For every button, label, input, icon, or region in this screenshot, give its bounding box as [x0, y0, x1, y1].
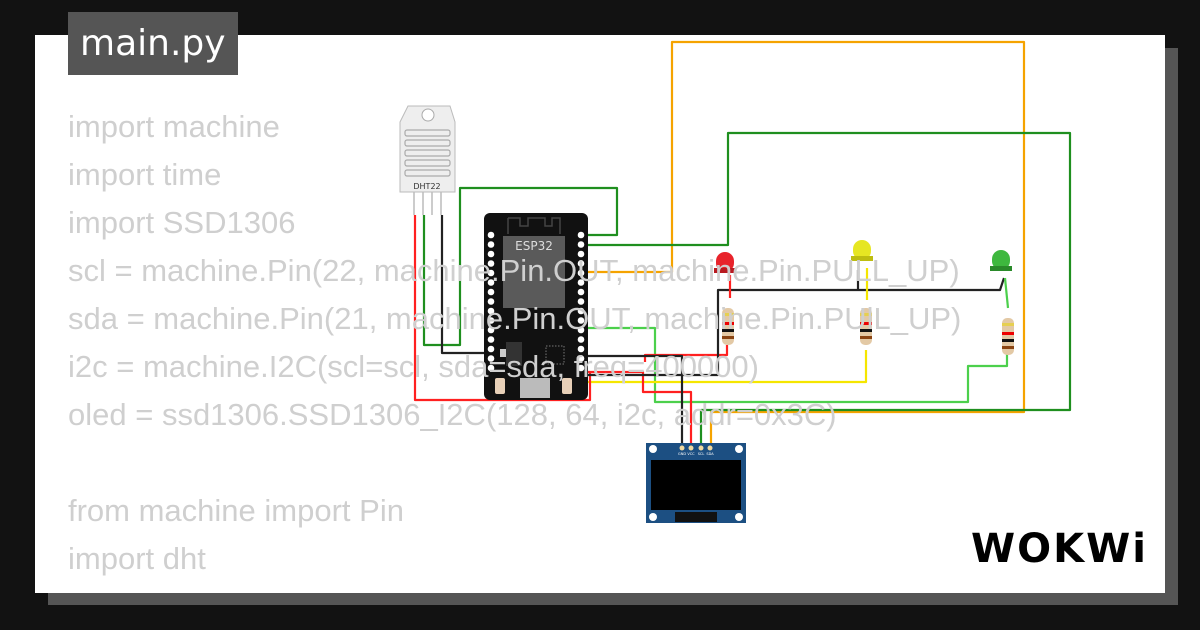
wire-black-led-gnd: [582, 277, 1006, 377]
file-tab: main.py: [68, 12, 238, 75]
esp32-pin: [487, 241, 495, 248]
esp32-pin: [577, 345, 585, 353]
resistor[interactable]: [860, 308, 872, 345]
code-line: import dht: [68, 541, 206, 576]
dht22-sensor[interactable]: DHT22: [399, 105, 456, 215]
wire-orange: [582, 40, 1026, 445]
esp32-pin: [577, 307, 585, 315]
preview-card: [35, 35, 1165, 593]
resistor[interactable]: [722, 308, 734, 345]
esp32-pin: [487, 345, 495, 353]
oled-pin-gnd: GND: [678, 452, 686, 456]
esp32-pin: [487, 298, 495, 305]
code-line: import time: [68, 157, 222, 192]
code-line: import machine: [68, 109, 280, 144]
esp32-pin: [487, 260, 495, 267]
wire-red-oled-vcc: [582, 370, 693, 445]
esp32-pin: [577, 317, 585, 324]
led-yellow[interactable]: [851, 240, 873, 261]
resistor[interactable]: [1002, 318, 1014, 355]
wire-black-oled-gnd: [582, 354, 684, 445]
wire-red-led: [643, 345, 729, 362]
esp32-label: ESP32: [515, 239, 553, 253]
esp32-pin: [577, 269, 585, 277]
esp32-pin: [487, 231, 495, 239]
esp32-pin: [577, 336, 585, 343]
esp32-pin: [487, 317, 495, 324]
code-line: from machine import Pin: [68, 493, 404, 528]
esp32-pin: [577, 355, 585, 362]
oled-pin-scl: SCL: [698, 452, 705, 456]
code-line: scl = machine.Pin(22, machine.Pin.OUT, m…: [68, 253, 960, 288]
wire-black-dht-gnd: [440, 215, 488, 355]
esp32-pin: [577, 260, 585, 267]
led-red[interactable]: [714, 252, 736, 273]
code-line: sda = machine.Pin(21, machine.Pin.OUT, m…: [68, 301, 962, 336]
esp32-pin: [487, 288, 495, 296]
code-preview: import machine import time import SSD1306 s…: [68, 109, 961, 589]
esp32-pin: [487, 336, 495, 343]
wire-lightgreen-led: [582, 326, 1009, 404]
esp32-pin: [487, 355, 495, 362]
led-green[interactable]: [990, 250, 1012, 271]
esp32-pin: [487, 279, 495, 286]
code-line: oled = ssd1306.SSD1306_I2C(128, 64, i2c,…: [68, 397, 837, 432]
wire-green-led-anode: [1003, 277, 1010, 309]
esp32-pin: [487, 364, 495, 372]
wire-green-dht: [422, 186, 619, 347]
esp32-pin: [577, 298, 585, 305]
esp32-pin: [577, 288, 585, 296]
oled-display[interactable]: GND VCC SCL SDA: [646, 443, 746, 523]
esp32-pin: [577, 326, 585, 334]
esp32-pin: [487, 250, 495, 258]
esp32-pin: [487, 326, 495, 334]
esp32-pin: [577, 241, 585, 248]
esp32-pin: [487, 269, 495, 277]
wokwi-logo: WOKWi: [971, 526, 1148, 572]
wire-green-oled-scl: [582, 131, 1072, 445]
oled-pin-vcc: VCC: [687, 452, 695, 456]
code-line: [68, 445, 961, 481]
esp32-pin: [487, 307, 495, 315]
code-line: i2c = machine.I2C(scl=scl, sda=sda, freq…: [68, 349, 759, 384]
esp32-pin: [577, 279, 585, 286]
code-line: import SSD1306: [68, 205, 296, 240]
esp32-pin: [577, 231, 585, 239]
dht-label: DHT22: [413, 182, 440, 191]
esp32-board[interactable]: ESP32: [484, 213, 588, 400]
oled-pin-sda: SDA: [706, 452, 714, 456]
esp32-pin: [577, 250, 585, 258]
esp32-pin: [577, 364, 585, 372]
